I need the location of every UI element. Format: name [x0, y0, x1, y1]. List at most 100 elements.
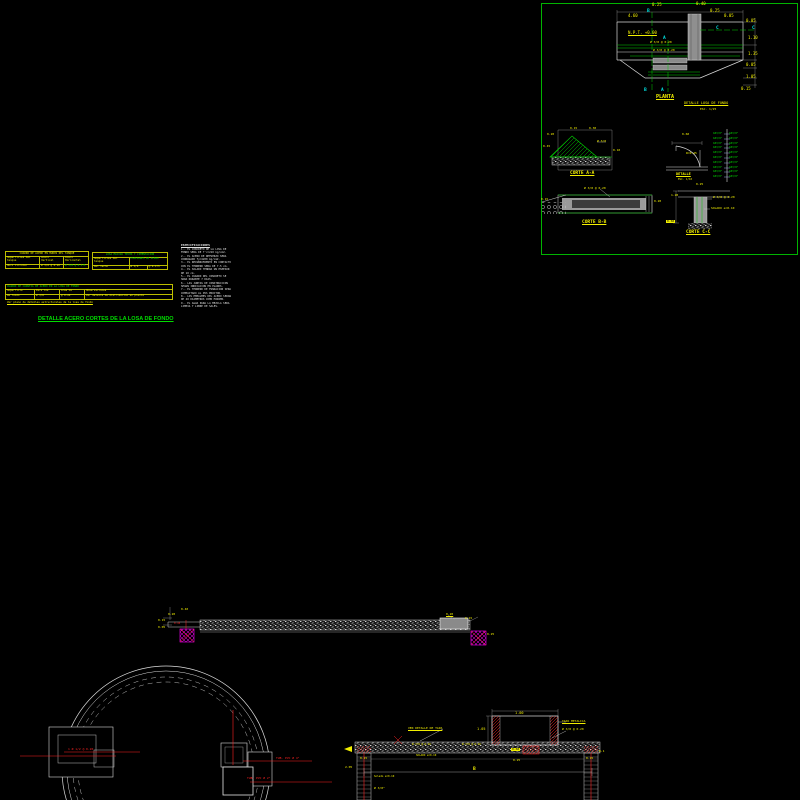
footing-right	[470, 630, 487, 646]
table-header: Acero Horizontal	[63, 255, 89, 265]
dim-label-red: 0.10	[174, 622, 181, 625]
rebar-item: 1Ø3/8"	[713, 175, 723, 178]
dim-label: 0.05	[724, 13, 734, 18]
rebar-item: 1Ø3/8"	[729, 170, 739, 173]
rebar-item: 1Ø3/8"	[713, 170, 723, 173]
section-title: CORTE B-B	[582, 220, 607, 225]
dim-label: 0.15	[741, 86, 751, 91]
dim-label: 0.25	[652, 2, 662, 7]
dim-label: 0.20	[654, 199, 662, 203]
dim-label: 0.15	[158, 618, 166, 622]
rebar-item: 1Ø3/8"	[713, 137, 723, 140]
dim-label: B	[473, 767, 476, 772]
dim-label: 0.20	[446, 612, 454, 616]
solado-label: Solado e=0.10	[374, 775, 395, 778]
dim-label: 0.25	[487, 632, 495, 636]
note-line: 5.- EL CURADO DEL CONCRETO SE	[181, 274, 227, 278]
circular-plan-geometry	[20, 665, 332, 800]
dim-label: 0.05	[746, 62, 756, 67]
dim-label: 0.30	[589, 126, 597, 130]
steel-table-walls: CUADRO DE ACERO EN MUROS DEL TANQUE Supe…	[4, 251, 89, 270]
rebar-item: 1Ø3/8"	[713, 161, 723, 164]
dim-label: 0.60	[682, 132, 690, 136]
note-line: DE 40 DIAMETROS COMO MINIMO.	[181, 298, 225, 302]
dim-label: R=0.45	[686, 151, 697, 155]
note-line: FONDO SERA DE f'c=210 kg/cm2.	[181, 251, 227, 255]
dim-label: 0.15	[570, 126, 578, 130]
dim-label: 0.20	[168, 612, 176, 616]
table-cell: Ver detalle de distribucion en planta	[84, 293, 173, 300]
table-cell: @ 0.175	[146, 264, 169, 271]
table-cell: Ø 3/8	[128, 264, 148, 271]
rebar-label: Ø 3/8 @ 0.20	[650, 40, 672, 44]
dim-label: 0.05	[746, 18, 756, 23]
rebar-item: 1Ø3/8"	[729, 137, 739, 140]
rebar-label-red: 1 Ø 1/2 @ 0.20	[68, 747, 94, 751]
rebar-item: 1Ø3/8"	[729, 166, 739, 169]
rebar-item: 1Ø3/8"	[729, 146, 739, 149]
table-cell: De fondo	[5, 293, 35, 300]
rebar-label: Ø 3/8	[597, 139, 607, 143]
solado-label: SOLADO e=0.10	[416, 754, 437, 757]
dim-label: 2.05	[345, 765, 353, 769]
rebar-label: Ø 3/8"	[374, 786, 385, 790]
valve-box	[491, 715, 559, 746]
section-title: CORTE C-C	[686, 230, 711, 235]
box-label: Ø 3/8 @ 0.20	[562, 727, 584, 731]
note-line: HARA DURANTE 7 DIAS.	[181, 278, 213, 282]
detail-scale: ESC. 1/10	[678, 178, 693, 181]
note-line: 4.- EL SOLADO TENDRA UN ESPESOR	[181, 268, 230, 272]
dim-chip: 0.60	[666, 219, 676, 223]
table-cell: Ø 3/8 @ 0.20	[39, 263, 65, 270]
table-footer-note: Ver plano de detalles estructurales de l…	[7, 301, 93, 304]
rebar-item: 1Ø3/8"	[729, 175, 739, 178]
rebar-item: 1Ø3/8"	[713, 156, 723, 159]
dim-label: 1.00	[515, 711, 524, 715]
table-cell: Superficies del tanque	[92, 256, 130, 266]
dim-label: 0.15	[360, 756, 368, 760]
section-marker: B-1	[599, 749, 605, 753]
rebar-item: 1Ø3/8"	[729, 132, 739, 135]
dim-label: 1.35	[748, 51, 758, 56]
rebar-item: 1Ø3/8"	[729, 161, 739, 164]
rebar-item: 1Ø3/8"	[713, 166, 723, 169]
drawing-main-title: DETALLE ACERO CORTES DE LA LOSA DE FONDO	[38, 316, 174, 322]
note-line: COMPACTADO AL 95% PROCTOR.	[181, 291, 222, 295]
dim-label: 0.15	[541, 197, 549, 201]
table-cell: Del techo	[92, 264, 130, 271]
note-line: 3.- EL RECUBRIMIENTO EN CONTACTO	[181, 261, 231, 265]
table-header: Superficies del tanque	[4, 255, 41, 265]
box-label: TAPA METALICA	[562, 719, 586, 723]
dim-label: 1.05	[746, 74, 756, 79]
level-label: N.P.T. +0.00	[628, 30, 657, 35]
rebar-item: 1Ø3/8"	[729, 142, 739, 145]
leader-label: VER DETALLE DE TAPA	[408, 726, 443, 730]
note-line: LIMPIA Y LIBRE DE SALES.	[181, 305, 219, 309]
rebar-label: Ø 3/8 @ 0.20	[412, 743, 431, 746]
plan-title: PLANTA	[656, 94, 675, 100]
rebar-item: 1Ø3/8"	[729, 151, 739, 154]
dim-label: 0.05	[158, 625, 166, 629]
dim-label: 0.10	[613, 148, 621, 152]
note-line: DE 10 cm.	[181, 271, 196, 275]
table-cell: Ø 3/8	[34, 293, 60, 300]
detail-title: DETALLE	[676, 172, 691, 176]
dim-label: 0.25	[710, 8, 720, 13]
rebar-item: 1Ø3/8"	[713, 132, 723, 135]
note-line: CON EL TERRENO SERA DE 7.5 cm.	[181, 264, 228, 268]
table-cell: Muro circular	[4, 263, 41, 270]
dim-label: 0.15	[586, 756, 594, 760]
table-cell: ESPESORES DE ACERO	[128, 256, 168, 266]
note-line: CORRUGADO fy=4200 kg/cm2.	[181, 258, 221, 262]
section-marker: C	[716, 26, 719, 31]
flow-arrow	[344, 746, 352, 752]
slab-section-geometry	[163, 607, 487, 646]
solado-label: SOLADO e=0.10	[711, 206, 735, 210]
footing-left	[179, 628, 195, 643]
rebar-label: Ø 3/8 @ 0.20	[462, 743, 481, 746]
note-line: 7.- EL TERRENO DE FUNDACION SERA	[181, 288, 231, 292]
section-marker: A	[663, 36, 666, 41]
rebar-label: Ø 3/8 @ 0.20	[653, 48, 675, 52]
note-line: 2.- EL ACERO DE REFUERZO SERA	[181, 254, 227, 258]
